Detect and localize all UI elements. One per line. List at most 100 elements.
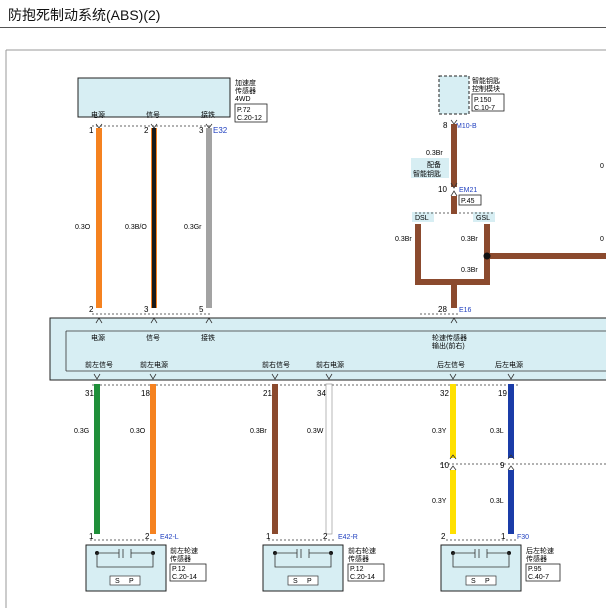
abs-label-fl-signal: 前左信号: [85, 360, 113, 369]
wire-loop-bottom: [415, 279, 490, 285]
abs-lower-arrow-6: [507, 373, 515, 380]
abs-pin-19: 19: [498, 389, 507, 398]
abs-label-wheel-out-1: 轮速传感器: [432, 333, 467, 342]
rl-sensor-name-2: 传感器: [526, 554, 547, 563]
rear-mid-arrow-1b: [449, 465, 457, 471]
accel-pin-bottom-3: 5: [199, 305, 204, 314]
wire-accel-signal: [152, 128, 156, 308]
abs-label-ground: 接铁: [201, 333, 215, 342]
fl-sensor-ref-2: C.20-14: [172, 574, 197, 581]
accel-wire-label-1: 0.3O: [75, 224, 91, 231]
abs-arrow-3: [205, 317, 213, 324]
rl-sensor-connector: F30: [517, 534, 529, 541]
abs-arrow-1: [95, 317, 103, 324]
abs-label-rl-power: 后左电源: [495, 360, 523, 369]
lower-wire-label-6: 0.3L: [490, 428, 504, 435]
joint-ref-box: [458, 194, 482, 206]
accel-sensor-ref-box: [234, 103, 268, 123]
wire-splice-out: [487, 253, 606, 259]
wire-label-ext2: 0: [600, 236, 604, 243]
fl-sensor-p: P: [129, 578, 134, 585]
fr-sensor-name-2: 传感器: [348, 554, 369, 563]
fr-sensor-connector: E42-R: [338, 534, 358, 541]
rear-mid-arrow-2b: [507, 465, 515, 471]
rear-mid-arrow-1a: [449, 454, 457, 460]
accel-sensor-ref-1: P.72: [237, 107, 251, 114]
lower-wire-label-3: 0.3Br: [250, 428, 267, 435]
wire-fl-signal: [94, 384, 100, 534]
rear-mid-pin-1: 10: [440, 461, 449, 470]
abs-pin-34: 34: [317, 389, 326, 398]
page-title: 防抱死制动系统(ABS)(2): [8, 7, 161, 23]
wire-dsl: [415, 224, 421, 282]
wire-label-right: 0.3Br: [461, 236, 478, 243]
fr-sensor-s: S: [293, 578, 298, 585]
abs-label-fl-power: 前左电源: [140, 360, 168, 369]
fr-sensor-pin-2: 2: [323, 532, 328, 541]
wire-label-bottom: 0.3Br: [461, 267, 478, 274]
wire-fr-power: [325, 383, 333, 535]
accel-connector-code: E32: [213, 126, 228, 135]
fl-sensor-coil: [96, 549, 154, 568]
smart-key-module-box: [438, 75, 470, 115]
fl-sensor-s: S: [115, 578, 120, 585]
wire-fr-signal: [272, 384, 278, 534]
lower-wire-label-4: 0.3W: [307, 428, 324, 435]
accel-pin-bottom-1: 2: [89, 305, 94, 314]
accel-sensor-name-3: 4WD: [235, 96, 251, 103]
fr-sensor-sp-box: [287, 575, 319, 586]
fl-sensor-ref-box: [169, 563, 207, 582]
abs-lower-arrow-4: [325, 373, 333, 380]
abs-lower-arrow-1: [93, 373, 101, 380]
lower-wire-label-2: 0.3O: [130, 428, 146, 435]
accel-sensor-name-2: 传感器: [235, 86, 256, 95]
joint-connector: EM21: [459, 187, 477, 194]
abs-label-signal: 信号: [146, 333, 160, 342]
accel-pin-top-2: 2: [144, 126, 149, 135]
wire-joint-down: [451, 196, 457, 214]
abs-label-fr-signal: 前右信号: [262, 360, 290, 369]
rl-sensor-name-1: 后左轮速: [526, 546, 554, 555]
fl-sensor-name-2: 传感器: [170, 554, 191, 563]
abs-lower-arrow-2: [149, 373, 157, 380]
fl-sensor-connector: E42-L: [160, 534, 179, 541]
smart-key-note-box: [411, 158, 449, 178]
accel-sensor-name-1: 加速度: [235, 78, 256, 87]
wire-rl-signal-lower: [450, 470, 456, 534]
wire-smart-key-out: [451, 124, 457, 187]
rear-lower-wire-label-1: 0.3Y: [432, 498, 447, 505]
fl-sensor-pin-1: 1: [89, 532, 94, 541]
accel-sensor-ref-2: C.20-12: [237, 115, 262, 122]
joint-ref: P.45: [461, 198, 475, 205]
rear-mid-pin-2: 9: [500, 461, 505, 470]
rl-sensor-s: S: [471, 578, 476, 585]
fr-sensor-name-1: 前右轮速: [348, 546, 376, 555]
wire-rl-power-lower: [508, 470, 514, 534]
smart-key-name-1: 智能钥匙: [472, 76, 500, 85]
abs-pin-32: 32: [440, 389, 449, 398]
rl-sensor-p: P: [485, 578, 490, 585]
wire-accel-ground: [206, 128, 212, 308]
rl-sensor-pin-2: 1: [501, 532, 506, 541]
fl-sensor-pin-2: 2: [145, 532, 150, 541]
title-bar: 防抱死制动系统(ABS)(2): [0, 0, 606, 28]
rear-lower-wire-label-2: 0.3L: [490, 498, 504, 505]
smart-key-name-2: 控制模块: [472, 84, 500, 93]
rear-mid-arrow-2a: [507, 454, 515, 460]
fr-sensor-coil: [274, 549, 332, 568]
accel-pin-label-2: 信号: [146, 110, 160, 119]
smart-key-wire-label: 0.3Br: [426, 150, 443, 157]
abs-label-rl-signal: 后左信号: [437, 360, 465, 369]
wire-rl-power-upper: [508, 384, 514, 458]
accel-pin-bottom-2: 3: [144, 305, 149, 314]
wire-rl-signal-upper: [450, 384, 456, 458]
abs-pin-28: 28: [438, 305, 447, 314]
rl-sensor-ref-2: C.40-7: [528, 574, 549, 581]
dsl-label: DSL: [415, 215, 429, 222]
fl-sensor-ref-1: P.12: [172, 566, 186, 573]
wire-label-left: 0.3Br: [395, 236, 412, 243]
abs-module-box: [49, 317, 606, 381]
abs-pin-21: 21: [263, 389, 272, 398]
accel-pin-top-3: 3: [199, 126, 204, 135]
